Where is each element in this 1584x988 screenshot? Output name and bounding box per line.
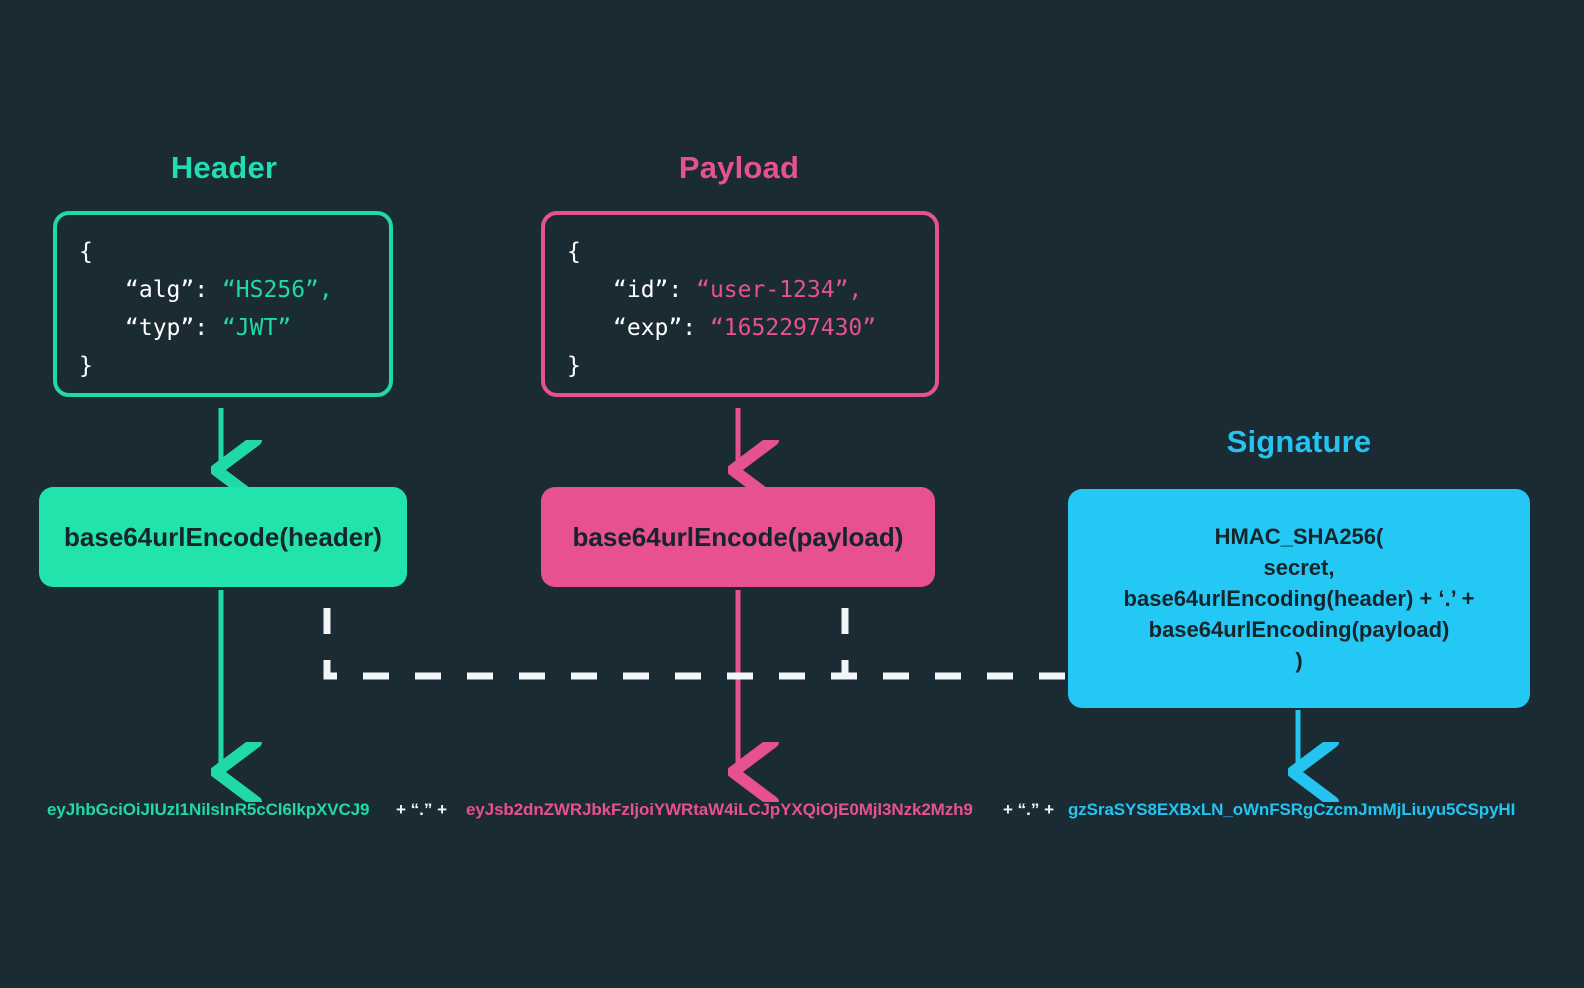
- formula-line-4: base64urlEncoding(payload): [1148, 617, 1450, 642]
- hmac-sha256-formula-box: HMAC_SHA256( secret, base64urlEncoding(h…: [1068, 489, 1530, 708]
- payload-json-value-exp: “1652297430”: [709, 315, 877, 341]
- payload-json-value-id: “user-1234”,: [696, 277, 863, 303]
- encoded-signature-token: gzSraSYS8EXBxLN_oWnFSRgCzcmJmMjLiuyu5CSp…: [1068, 800, 1516, 819]
- payload-json-close-brace: }: [567, 353, 581, 379]
- formula-line-1: HMAC_SHA256(: [1214, 524, 1384, 549]
- header-json-value-alg: “HS256”,: [221, 277, 333, 303]
- payload-column-title: Payload: [678, 150, 800, 185]
- encoded-header-token: eyJhbGciOiJIUzI1NilslnR5cCl6lkpXVCJ9: [47, 800, 370, 819]
- formula-line-3: base64urlEncoding(header) + ‘.’ +: [1123, 586, 1475, 611]
- header-json-key-typ: “typ”:: [125, 315, 209, 341]
- base64url-encode-payload-box: base64urlEncode(payload): [541, 487, 935, 587]
- formula-line-2: secret,: [1263, 555, 1335, 580]
- dashed-connector-line: [323, 608, 1068, 680]
- header-json-close-brace: }: [79, 353, 93, 379]
- header-json-box: { “alg”: “HS256”, “typ”: “JWT” }: [53, 211, 393, 397]
- encoded-payload-token: eyJsb2dnZWRJbkFzIjoiYWRtaW4iLCJpYXQiOjE0…: [466, 800, 973, 819]
- payload-json-key-id: “id”:: [613, 277, 683, 303]
- header-json-open-brace: {: [79, 239, 93, 265]
- payload-json-open-brace: {: [567, 239, 581, 265]
- token-joiner-first: + “.” +: [396, 800, 448, 819]
- header-json-key-alg: “alg”:: [125, 277, 209, 303]
- formula-line-5: ): [1295, 648, 1303, 673]
- payload-json-box: { “id”: “user-1234”, “exp”: “1652297430”…: [541, 211, 939, 397]
- base64url-encode-header-box: base64urlEncode(header): [39, 487, 407, 587]
- header-json-value-typ: “JWT”: [221, 315, 292, 341]
- token-joiner-second: + “.” +: [1003, 800, 1055, 819]
- header-column-title: Header: [170, 150, 278, 185]
- payload-json-key-exp: “exp”:: [613, 315, 697, 341]
- signature-column-title: Signature: [1226, 424, 1372, 459]
